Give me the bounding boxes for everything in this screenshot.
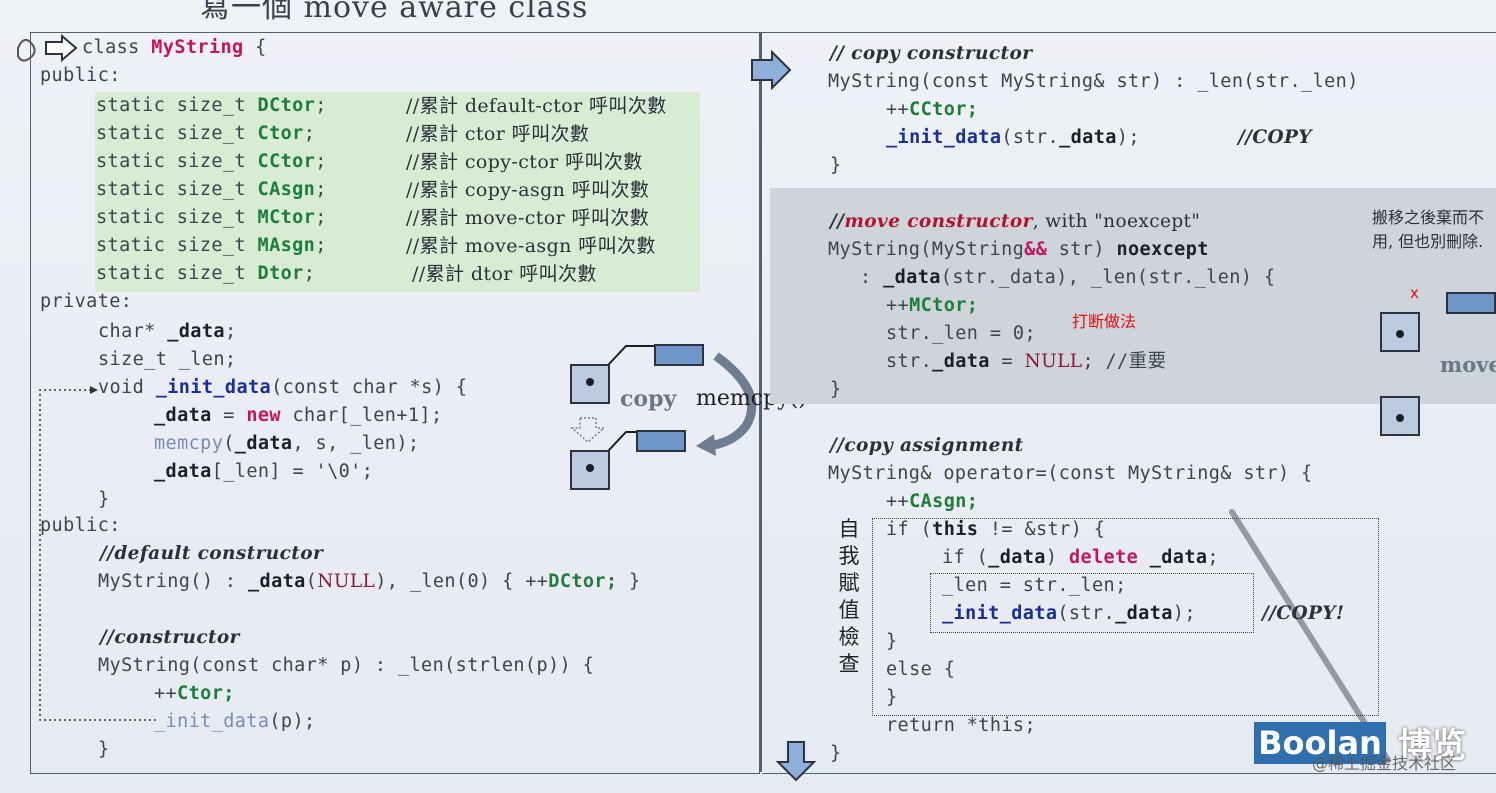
copy-asgn-line5: _init_data(str._data);	[942, 603, 1196, 624]
class-name: MyString	[151, 37, 244, 58]
static-row-masgn: static size_t MAsgn;	[96, 235, 327, 256]
static-comment: //累計 move-asgn 呼叫次數	[406, 235, 656, 257]
ctor-signature: MyString(const char* p) : _len(strlen(p)…	[98, 655, 595, 676]
move-ctor-init: : _data(str._data), _len(str._len) {	[860, 267, 1276, 288]
init-data-line1: _data = new char[_len+1];	[154, 405, 443, 426]
boolan-logo: Boolan	[1254, 722, 1386, 764]
private-label: private:	[40, 291, 133, 312]
copy-ctor-signature: MyString(const MyString& str) : _len(str…	[828, 71, 1359, 92]
copy-asgn-close: }	[830, 743, 842, 764]
init-data-line2: memcpy(_data, s, _len);	[154, 433, 420, 454]
panel-divider	[760, 32, 762, 772]
cut-mark: x	[1410, 284, 1419, 302]
boolan-logo-cjk: 博览	[1398, 726, 1466, 766]
static-row-cctor: static size_t CCtor;	[96, 151, 327, 172]
static-counters-highlight	[95, 92, 700, 292]
move-ctor-highlight	[770, 188, 1496, 404]
init-data-signature: void _init_data(const char *s) {	[98, 377, 468, 398]
copy-ctor-line1: ++CCtor;	[886, 99, 979, 120]
copy-asgn-line3: if (_data) delete _data;	[942, 547, 1219, 568]
public-label-2: public:	[40, 515, 121, 536]
ctor-comment: //constructor	[100, 627, 240, 648]
copy-comment: //COPY	[1238, 127, 1312, 148]
right-arrow-icon	[45, 33, 78, 63]
static-comment: //累計 copy-ctor 呼叫次數	[406, 151, 643, 173]
copy-asgn-comment-copy: //COPY!	[1262, 603, 1345, 624]
down-arrow-icon	[775, 741, 817, 782]
copy-asgn-line1: ++CAsgn;	[886, 491, 979, 512]
copy-asgn-line6: }	[886, 631, 898, 652]
move-side-note: 搬移之後棄而不用, 但也別刪除.	[1372, 208, 1485, 251]
class-header: class MyString {	[82, 37, 267, 58]
ctor-close: }	[98, 739, 110, 760]
big-right-arrow-icon	[751, 49, 792, 91]
memcpy-arrow	[705, 352, 757, 451]
member-len: size_t _len;	[98, 349, 237, 370]
copy-asgn-return: return *this;	[886, 715, 1036, 736]
static-row-ctor: static size_t Ctor;	[96, 123, 316, 144]
move-ctor-line1: ++MCtor;	[886, 295, 979, 316]
move-buffer	[1446, 292, 1496, 314]
move-label: move	[1440, 352, 1496, 377]
copy-asgn-comment: //copy assignment	[830, 435, 1024, 456]
ctor-line1: ++Ctor;	[154, 683, 235, 704]
default-ctor: MyString() : _data(NULL), _len(0) { ++DC…	[98, 571, 641, 592]
member-data: char* _data;	[98, 321, 237, 342]
copy-asgn-line2: if (this != &str) {	[886, 519, 1106, 540]
static-comment: //累計 dtor 呼叫次數	[412, 263, 597, 285]
static-comment: //累計 default-ctor 呼叫次數	[406, 95, 667, 117]
red-annotation: 打断做法	[1072, 312, 1137, 331]
mascot-icon	[17, 38, 36, 62]
move-ctor-close: }	[830, 379, 842, 400]
init-data-connector	[39, 389, 156, 721]
copy-asgn-line7: else {	[886, 659, 956, 680]
static-row-casgn: static size_t CAsgn;	[96, 179, 327, 200]
move-ctor-line2: str._len = 0;	[886, 323, 1036, 344]
copy-ctor-close: }	[830, 155, 842, 176]
copy-block-box	[930, 573, 1254, 633]
copy-ctor-comment: // copy constructor	[830, 43, 1033, 64]
static-comment: //累計 move-ctor 呼叫次數	[406, 207, 650, 229]
left-panel	[30, 32, 760, 774]
static-row-dtor: static size_t Dtor;	[96, 263, 316, 284]
init-data-close: }	[98, 489, 110, 510]
static-comment: //累計 copy-asgn 呼叫次數	[406, 179, 650, 201]
copy-asgn-line8: }	[886, 687, 898, 708]
self-assign-check-box	[872, 518, 1379, 716]
static-row-dctor: static size_t DCtor;	[96, 95, 327, 116]
copy-source-buffer	[654, 344, 704, 366]
default-ctor-comment: //default constructor	[100, 543, 324, 564]
copy-target-buffer	[636, 430, 686, 452]
copy-ctor-line2: _init_data(str._data);	[886, 127, 1140, 148]
move-ctor-signature: MyString(MyString&& str) noexcept	[828, 239, 1209, 260]
move-ctor-line3: str._data = NULL; //重要	[886, 351, 1167, 372]
static-comment: //累計 ctor 呼叫次數	[406, 123, 590, 145]
pointer-stick	[1229, 509, 1391, 763]
public-label: public:	[40, 65, 121, 86]
move-ctor-comment: //move constructor, with "noexcept"	[830, 211, 1201, 232]
copy-asgn-line4: _len = str._len;	[942, 575, 1127, 596]
right-panel	[762, 32, 1496, 774]
static-row-mctor: static size_t MCtor;	[96, 207, 327, 228]
copy-label: copy	[620, 386, 677, 412]
self-assign-note: 自 我 賦 值 檢 查	[838, 517, 860, 676]
copy-asgn-signature: MyString& operator=(const MyString& str)…	[828, 463, 1313, 484]
ctor-line2: _init_data(p);	[154, 711, 316, 732]
init-data-line3: _data[_len] = '\0';	[154, 461, 374, 482]
watermark: @稀土掘金技术社区	[1312, 754, 1457, 773]
slide-title: 寫一個 move aware class	[200, 0, 589, 25]
